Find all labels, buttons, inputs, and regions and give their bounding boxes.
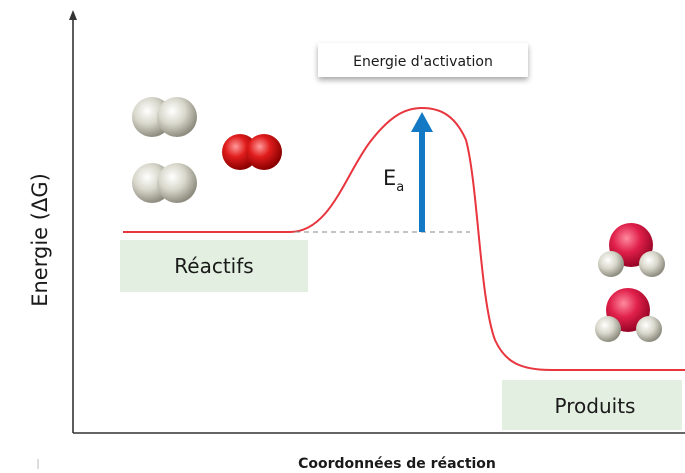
ea-letter: E — [383, 166, 396, 190]
oxygen-molecule-icon — [222, 134, 282, 170]
products-label: Produits — [555, 394, 636, 418]
activation-energy-arrowhead — [411, 112, 433, 132]
reactants-box — [120, 240, 308, 292]
hydrogen-molecule-icon — [132, 163, 197, 203]
y-axis-label: Energie (ΔG) — [28, 173, 52, 307]
ea-label: Ea — [383, 166, 404, 195]
y-axis-arrowhead — [69, 10, 77, 20]
activation-energy-title-box — [318, 43, 528, 77]
x-axis-label: Coordonnées de réaction — [298, 456, 496, 472]
activation-energy-title: Energie d'activation — [353, 54, 493, 70]
water-molecule-icon — [595, 288, 662, 342]
products-box — [502, 380, 682, 430]
reactants-label: Réactifs — [174, 254, 253, 278]
hydrogen-molecule-icon — [132, 97, 197, 137]
water-molecule-icon — [598, 223, 665, 277]
ea-subscript: a — [396, 180, 404, 195]
reaction-energy-curve — [123, 106, 685, 371]
